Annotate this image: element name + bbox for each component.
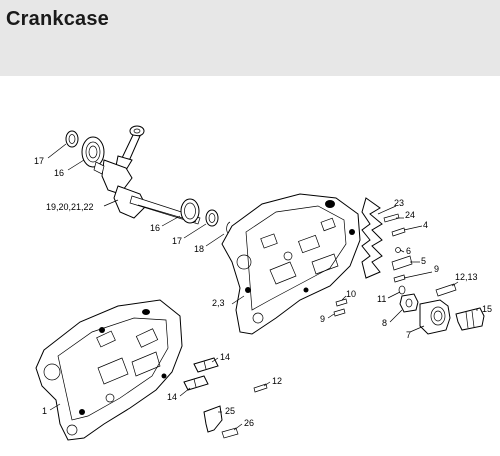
part-26-screw: [221, 427, 239, 439]
callout-9-upper: 9: [434, 264, 439, 274]
part-11-washer: [398, 285, 406, 295]
callout-23: 23: [394, 198, 404, 208]
connecting-rod: [115, 125, 145, 171]
part-17-seal-ring: [65, 130, 79, 148]
part-15-bolt: [455, 307, 485, 331]
part-16-ball-bearing-lower: [180, 198, 200, 224]
part-23-gasket: [361, 197, 383, 279]
callout-16-lower: 16: [150, 223, 160, 233]
callout-12-13: 12,13: [455, 272, 478, 282]
part-9-dowel-lower: [333, 308, 346, 317]
crankshaft-assembly: [65, 125, 237, 236]
part-17-seal-ring-lower: [205, 209, 219, 227]
callout-9-lower: 9: [320, 314, 325, 324]
callout-5: 5: [421, 256, 426, 266]
callout-6: 6: [406, 246, 411, 256]
callout-18: 18: [194, 244, 204, 254]
part-7-housing: [419, 299, 451, 335]
part-16-ball-bearing: [81, 136, 105, 168]
callout-8: 8: [382, 318, 387, 328]
part-14-stud-upper: [193, 357, 219, 373]
part-12-dowel: [253, 383, 268, 393]
callout-14-upper: 14: [220, 352, 230, 362]
callout-4: 4: [423, 220, 428, 230]
callout-25: 25: [225, 406, 235, 416]
part-12-13-screw: [435, 283, 457, 297]
part-6-pin: [395, 247, 401, 253]
callout-17-lower: 17: [172, 236, 182, 246]
part-10-dowel: [335, 298, 348, 307]
callout-2-3: 2,3: [212, 298, 225, 308]
part-4-screw: [391, 227, 406, 237]
callout-15: 15: [482, 304, 492, 314]
part-25-bracket: [203, 405, 223, 433]
leader-lines: [47, 143, 478, 431]
callout-16-upper: 16: [54, 168, 64, 178]
callout-26: 26: [244, 418, 254, 428]
callout-labels: 17 16 19,20,21,22 16 17 18 23 24 4 6 5 9…: [34, 156, 492, 428]
crankcase-half-right: [221, 193, 361, 335]
crankcase-half-left: [35, 299, 183, 441]
part-5-stud: [391, 255, 413, 271]
callout-11: 11: [377, 294, 386, 304]
part-14-stud-lower: [183, 375, 209, 391]
callout-14-lower: 14: [167, 392, 177, 402]
callout-17-upper: 17: [34, 156, 44, 166]
part-8-nut: [399, 293, 419, 313]
callout-12: 12: [272, 376, 282, 386]
callout-19-20-21-22: 19,20,21,22: [46, 202, 94, 212]
callout-1: 1: [42, 406, 47, 416]
callout-10: 10: [346, 289, 356, 299]
header-bar: Crankcase: [0, 0, 500, 76]
callout-24: 24: [405, 210, 415, 220]
page-title: Crankcase: [6, 8, 109, 30]
callout-7: 7: [406, 330, 411, 340]
part-9-dowel-upper: [393, 274, 406, 283]
